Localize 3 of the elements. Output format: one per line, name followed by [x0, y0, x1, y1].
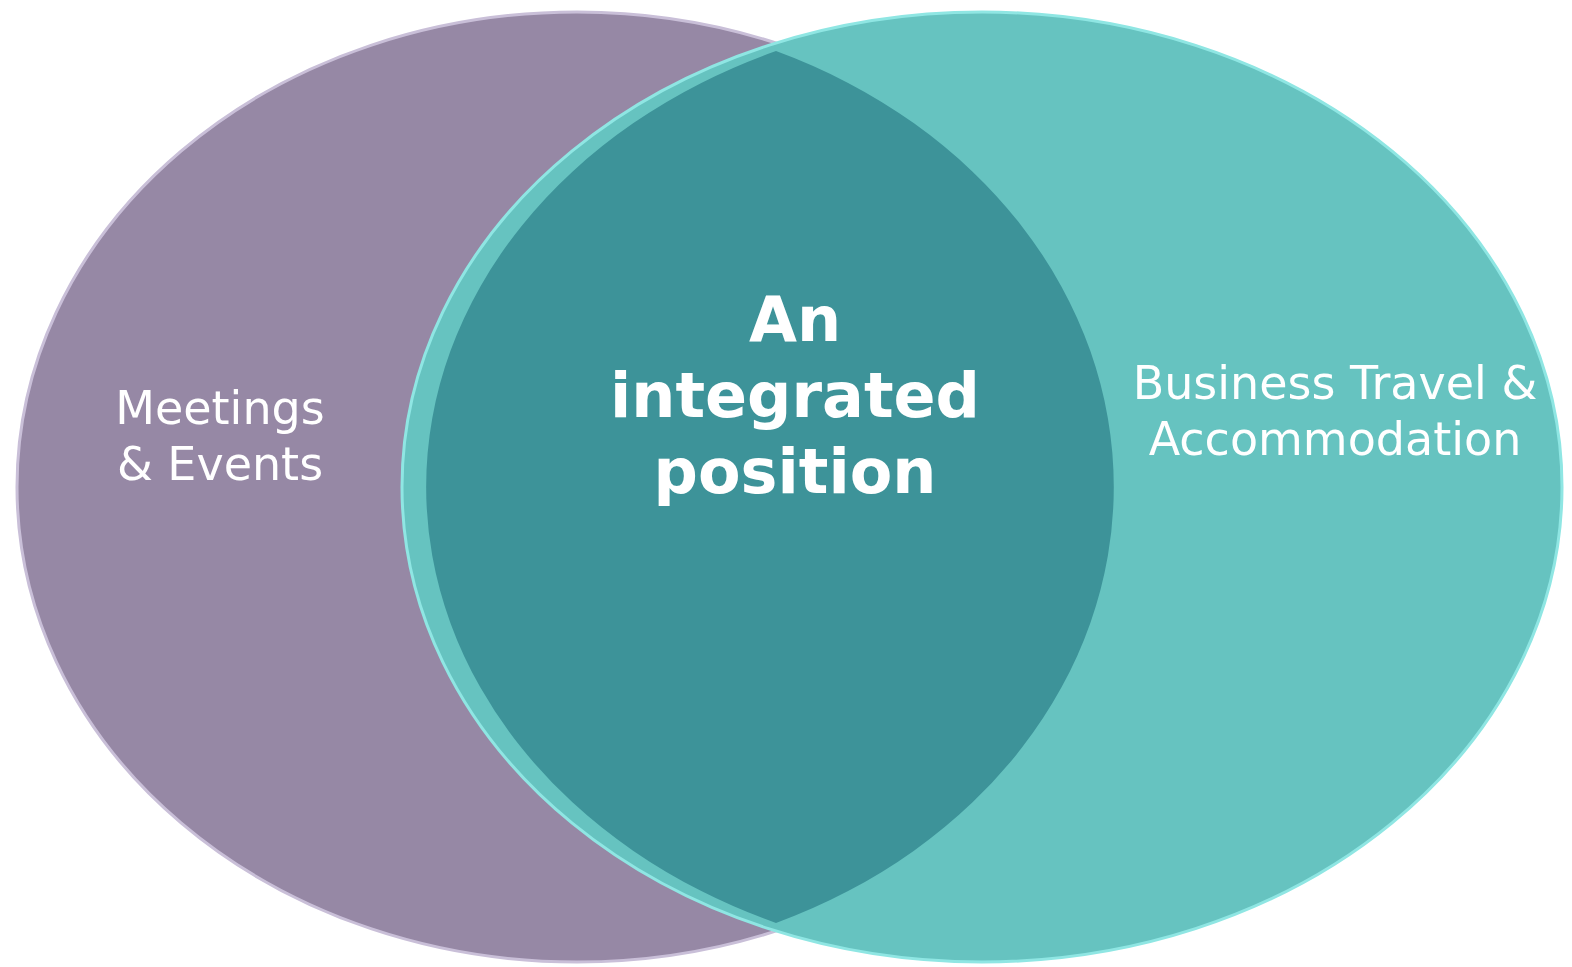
circle-label: Business Travel & Accommodation [1131, 355, 1539, 467]
overlap-label: An integrated position [609, 282, 981, 510]
circle-label: Meetings & Events [114, 380, 326, 492]
